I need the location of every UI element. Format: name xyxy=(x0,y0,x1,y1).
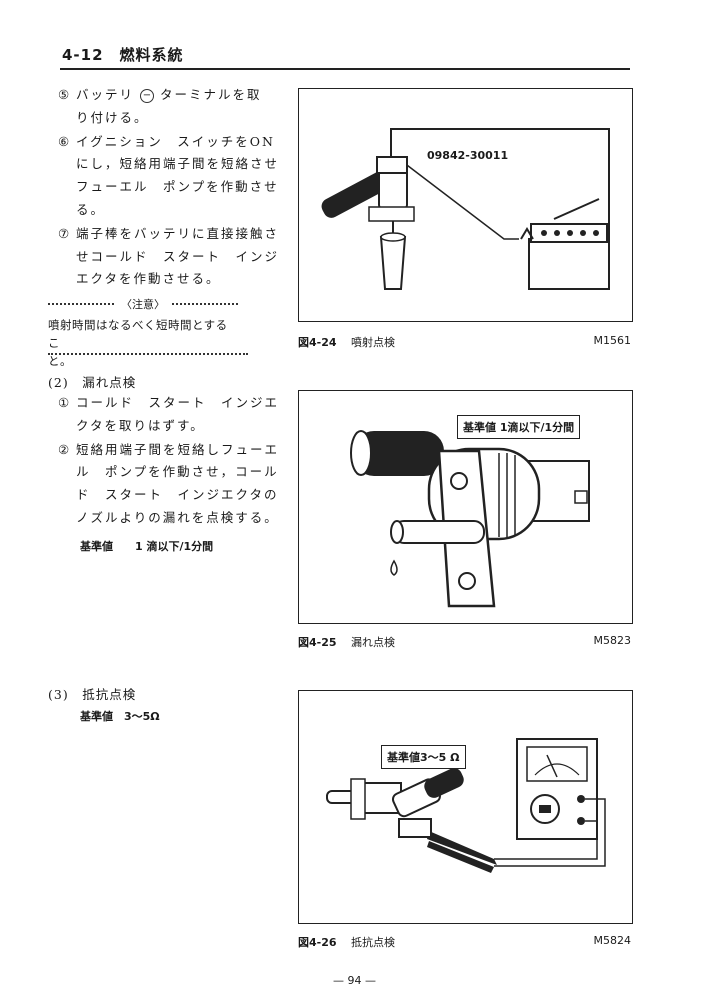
section-resistance-check-title: (3) 抵抗点検 xyxy=(48,687,137,702)
caution-divider xyxy=(48,353,248,355)
figure-leak-check: 基準値 1滴以下/1分間 xyxy=(298,390,633,624)
leak-check-steps: ① コールド スタート インジエ クタを取りはずす。 ② 短絡用端子間を短絡しフ… xyxy=(48,392,294,530)
page-number: — 94 — xyxy=(333,974,376,987)
resistance-standard-value: 基準値 3～5Ω xyxy=(80,710,160,723)
spray-check-illustration xyxy=(321,128,610,290)
leak-step-2: ② 短絡用端子間を短絡しフューエ ル ポンプを作動させ，コール ド スタート イ… xyxy=(58,441,280,525)
step-7: ⑦ 端子棒をバッテリに直接接触さ せコールド スタート インジ エクタを作動させ… xyxy=(58,225,280,287)
leak-standard-label: 基準値 1滴以下/1分間 xyxy=(457,415,581,439)
leak-check-illustration xyxy=(350,430,590,608)
caution-heading: 〈注意〉 xyxy=(121,298,165,311)
figure-spray-check: 09842-30011 xyxy=(298,88,633,322)
step-6: ⑥ イグニション スイッチをON にし，短絡用端子間を短絡させ フューエル ポン… xyxy=(58,133,280,217)
section-leak-check-title: (2) 漏れ点検 xyxy=(48,375,137,390)
battery-minus-icon: − xyxy=(140,88,154,103)
figure-resistance-check: 基準値3～5 Ω xyxy=(298,690,633,924)
figure-caption-4-26: 図4-26 抵抗点検 M5824 xyxy=(298,934,631,949)
figure-caption-4-25: 図4-25 漏れ点検 M5823 xyxy=(298,634,631,649)
step-5: ⑤ バッテリ − ターミナルを取 り付ける。 xyxy=(58,87,262,125)
leak-standard-value: 基準値 1 滴以下/1分間 xyxy=(80,540,214,553)
steps-list: ⑤ バッテリ − ターミナルを取 り付ける。 ⑥ イグニション スイッチをON … xyxy=(48,84,294,291)
tool-number-label: 09842-30011 xyxy=(427,149,509,162)
leak-step-1: ① コールド スタート インジエ クタを取りはずす。 xyxy=(58,395,280,433)
caution-note: 〈注意〉 噴射時間はなるべく短時間とするこ と。 xyxy=(48,296,238,370)
resistance-check-illustration xyxy=(326,738,606,873)
page-header: 4-12 燃料系統 xyxy=(60,42,630,70)
resistance-standard-label: 基準値3～5 Ω xyxy=(381,745,466,769)
section-title: 4-12 燃料系統 xyxy=(62,46,184,64)
figure-caption-4-24: 図4-24 噴射点検 M1561 xyxy=(298,334,631,349)
